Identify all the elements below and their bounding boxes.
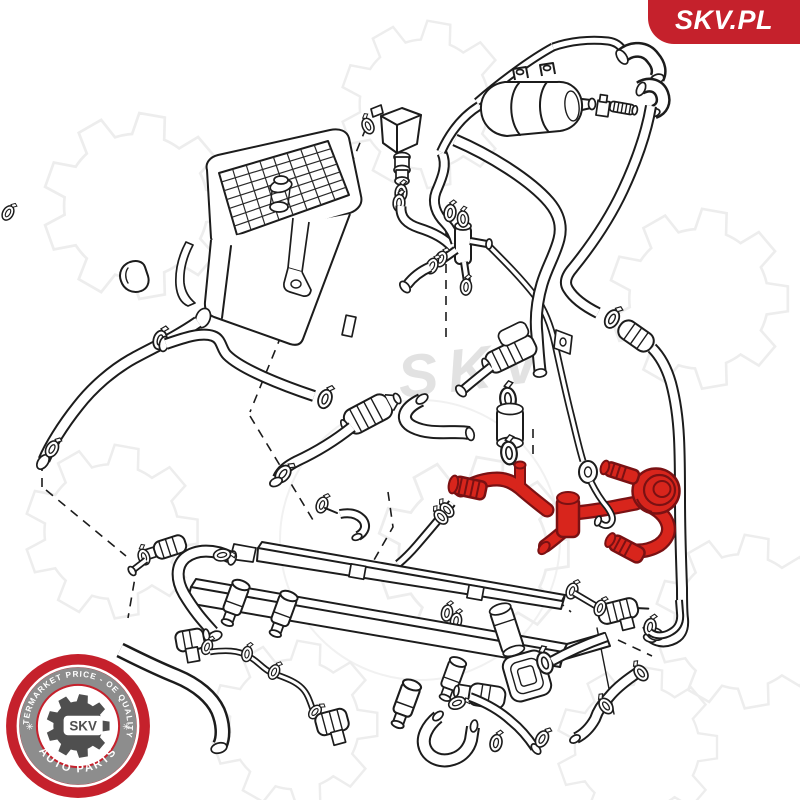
red-top-fitting <box>599 459 641 485</box>
mount-hook <box>119 260 150 293</box>
red-check-valve <box>631 467 681 515</box>
badge-gear-logo: SKV <box>46 694 110 758</box>
purge-solenoid-valve <box>357 104 458 247</box>
red-tee-block <box>555 491 581 539</box>
pulse-damper <box>488 602 526 658</box>
right-hose-group <box>566 106 683 644</box>
canister-strap <box>175 241 196 307</box>
badge-star-left: ✳ <box>26 722 34 732</box>
badge-center-label: SKV <box>69 719 97 734</box>
left-hose-group <box>0 199 402 488</box>
highlighted-hose-assembly <box>447 459 681 564</box>
center-fittings <box>398 140 561 467</box>
badge-star-right: ✳ <box>122 722 130 732</box>
damper-bottom <box>314 707 350 747</box>
red-lower-tip <box>604 532 646 564</box>
hose-sleeve <box>617 319 655 353</box>
vacuum-reservoir <box>441 40 665 152</box>
red-left-fitting <box>447 474 488 501</box>
rigid-pipe <box>489 246 598 484</box>
banner-label: SKV.PL <box>674 4 774 35</box>
charcoal-canister <box>119 128 363 346</box>
skv-banner: SKV.PL <box>648 0 800 44</box>
skv-badge: AFTERMARKET PRICE - OE QUALITY AUTO PART… <box>4 652 150 798</box>
fuel-rail-assembly <box>120 490 680 760</box>
rigid-pipe-end <box>591 482 612 527</box>
